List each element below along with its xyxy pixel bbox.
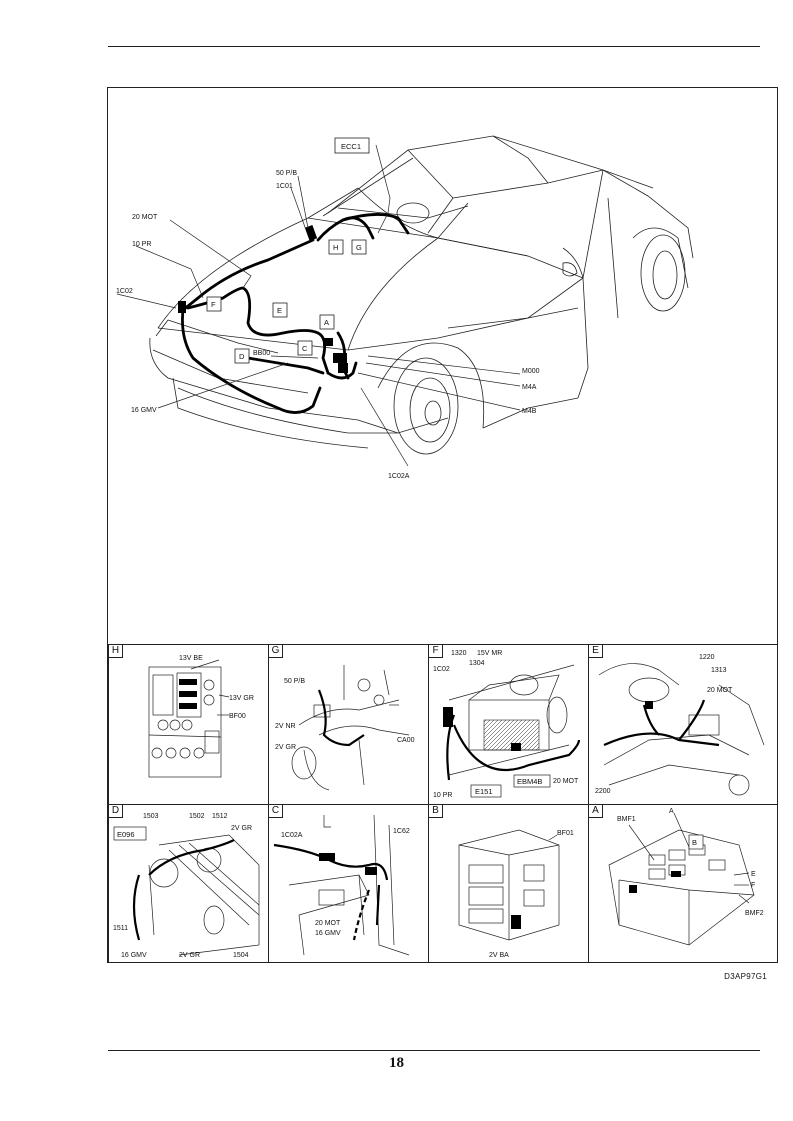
label-1511: 1511 bbox=[113, 925, 128, 932]
label-1c62: 1C62 bbox=[393, 828, 410, 835]
label-bmf2: BMF2 bbox=[745, 910, 764, 917]
panel-f-drawing: 1C02 1320 15V MR 1304 10 PR E151 EBM4B 2… bbox=[433, 650, 581, 799]
detail-panel-f: 1C02 1320 15V MR 1304 10 PR E151 EBM4B 2… bbox=[428, 644, 588, 804]
label-1c02a: 1C02A bbox=[388, 473, 410, 480]
wiring-harness bbox=[181, 213, 410, 414]
label-16-gmv: 16 GMV bbox=[121, 952, 147, 959]
panel-letter-g: G bbox=[269, 645, 283, 658]
label-1c02a: 1C02A bbox=[281, 832, 303, 839]
label-1503: 1503 bbox=[143, 813, 159, 820]
panel-h-drawing: 13V BE 13V GR BF00 bbox=[148, 655, 254, 778]
label-1502: 1502 bbox=[189, 813, 205, 820]
connector-blocks bbox=[178, 225, 348, 373]
panel-letter-b: B bbox=[429, 805, 443, 818]
label-10-pr: 10 PR bbox=[132, 241, 151, 248]
label-1c02: 1C02 bbox=[116, 288, 133, 295]
panel-d-drawing: 1503 1502 1512 E096 2V GR 1511 16 GMV 2V… bbox=[113, 813, 260, 959]
label-2v-gr-b: 2V GR bbox=[179, 952, 200, 959]
panel-e-drawing: 1220 1313 20 MOT 2200 bbox=[595, 654, 765, 796]
callout-h: H bbox=[333, 243, 338, 252]
detail-panel-e: 1220 1313 20 MOT 2200 E bbox=[588, 644, 778, 804]
label-1220: 1220 bbox=[699, 654, 715, 661]
page-number: 18 bbox=[389, 1055, 404, 1071]
label-2200: 2200 bbox=[595, 788, 611, 795]
label-16-gmv: 16 GMV bbox=[131, 407, 157, 414]
label-20-mot: 20 MOT bbox=[132, 214, 158, 221]
panel-g-drawing: 50 P/B 2V NR 2V GR CA00 bbox=[275, 665, 415, 791]
panel-letter-f: F bbox=[429, 645, 443, 658]
label-1512: 1512 bbox=[212, 813, 228, 820]
leader-lines bbox=[116, 144, 521, 467]
label-bf00: BF00 bbox=[229, 713, 246, 720]
callout-d: D bbox=[239, 352, 245, 361]
detail-panel-h: 13V BE 13V GR BF00 H bbox=[108, 644, 268, 804]
label-20-mot: 20 MOT bbox=[553, 778, 579, 785]
label-50-pb: 50 P/B bbox=[284, 678, 305, 685]
callout-g: G bbox=[356, 243, 362, 252]
label-ecc1: ECC1 bbox=[341, 142, 361, 151]
label-m4b: M4B bbox=[522, 408, 537, 415]
panel-letter-h: H bbox=[109, 645, 123, 658]
label-13v-gr: 13V GR bbox=[229, 695, 254, 702]
label-15v-mr: 15V MR bbox=[477, 650, 502, 657]
label-e151: E151 bbox=[475, 787, 493, 796]
label-10-pr: 10 PR bbox=[433, 792, 452, 799]
callout-a: A bbox=[324, 318, 329, 327]
panel-letter-c: C bbox=[269, 805, 283, 818]
panel-letter-a: A bbox=[589, 805, 603, 818]
label-1313: 1313 bbox=[711, 667, 727, 674]
label-16-gmv: 16 GMV bbox=[315, 930, 341, 937]
detail-panel-a: BMF1 A B E F BMF2 A bbox=[588, 804, 778, 963]
label-e: E bbox=[751, 871, 756, 878]
diagram-frame: ECC1 50 P/B 1C01 20 MOT 10 PR 1C02 BB00 … bbox=[107, 87, 778, 963]
detail-panel-b: BF01 2V BA B bbox=[428, 804, 588, 963]
label-1304: 1304 bbox=[469, 660, 485, 667]
header-rule bbox=[108, 46, 760, 47]
label-1504: 1504 bbox=[233, 952, 249, 959]
panel-letter-e: E bbox=[589, 645, 603, 658]
label-50-pb: 50 P/B bbox=[276, 170, 297, 177]
label-bmf1: BMF1 bbox=[617, 816, 636, 823]
panel-letter-d: D bbox=[109, 805, 123, 818]
footer-rule bbox=[108, 1050, 760, 1051]
label-2v-nr: 2V NR bbox=[275, 723, 296, 730]
callout-e: E bbox=[277, 306, 282, 315]
drawing-reference: D3AP97G1 bbox=[724, 972, 767, 981]
label-m4a: M4A bbox=[522, 384, 537, 391]
label-13v-be: 13V BE bbox=[179, 655, 203, 662]
label-b: B bbox=[692, 838, 697, 847]
callout-f: F bbox=[211, 300, 216, 309]
panel-c-drawing: 1C02A 1C62 20 MOT 16 GMV bbox=[273, 814, 410, 956]
label-1c01: 1C01 bbox=[276, 183, 293, 190]
label-m000: M000 bbox=[522, 368, 540, 375]
label-20-mot: 20 MOT bbox=[707, 687, 733, 694]
label-bf01: BF01 bbox=[557, 830, 574, 837]
main-car-wiring-view: ECC1 50 P/B 1C01 20 MOT 10 PR 1C02 BB00 … bbox=[116, 135, 694, 480]
label-1320: 1320 bbox=[451, 650, 467, 657]
panel-a-drawing: BMF1 A B E F BMF2 bbox=[608, 808, 764, 946]
label-2v-ba: 2V BA bbox=[489, 952, 509, 959]
callout-c: C bbox=[302, 344, 308, 353]
label-20-mot: 20 MOT bbox=[315, 920, 341, 927]
detail-panel-d: 1503 1502 1512 E096 2V GR 1511 16 GMV 2V… bbox=[108, 804, 268, 963]
callout-boxes bbox=[206, 137, 370, 364]
label-ca00: CA00 bbox=[397, 737, 415, 744]
label-2v-gr: 2V GR bbox=[275, 744, 296, 751]
label-f: F bbox=[751, 882, 755, 889]
label-1c02: 1C02 bbox=[433, 666, 450, 673]
panel-b-drawing: BF01 2V BA bbox=[458, 829, 574, 959]
label-ebm4b: EBM4B bbox=[517, 777, 542, 786]
label-bb00: BB00 bbox=[253, 350, 270, 357]
label-e096: E096 bbox=[117, 830, 135, 839]
car-outline bbox=[149, 135, 694, 455]
detail-panel-g: 50 P/B 2V NR 2V GR CA00 G bbox=[268, 644, 428, 804]
label-a: A bbox=[669, 808, 674, 815]
detail-panel-c: 1C02A 1C62 20 MOT 16 GMV C bbox=[268, 804, 428, 963]
label-2v-gr: 2V GR bbox=[231, 825, 252, 832]
